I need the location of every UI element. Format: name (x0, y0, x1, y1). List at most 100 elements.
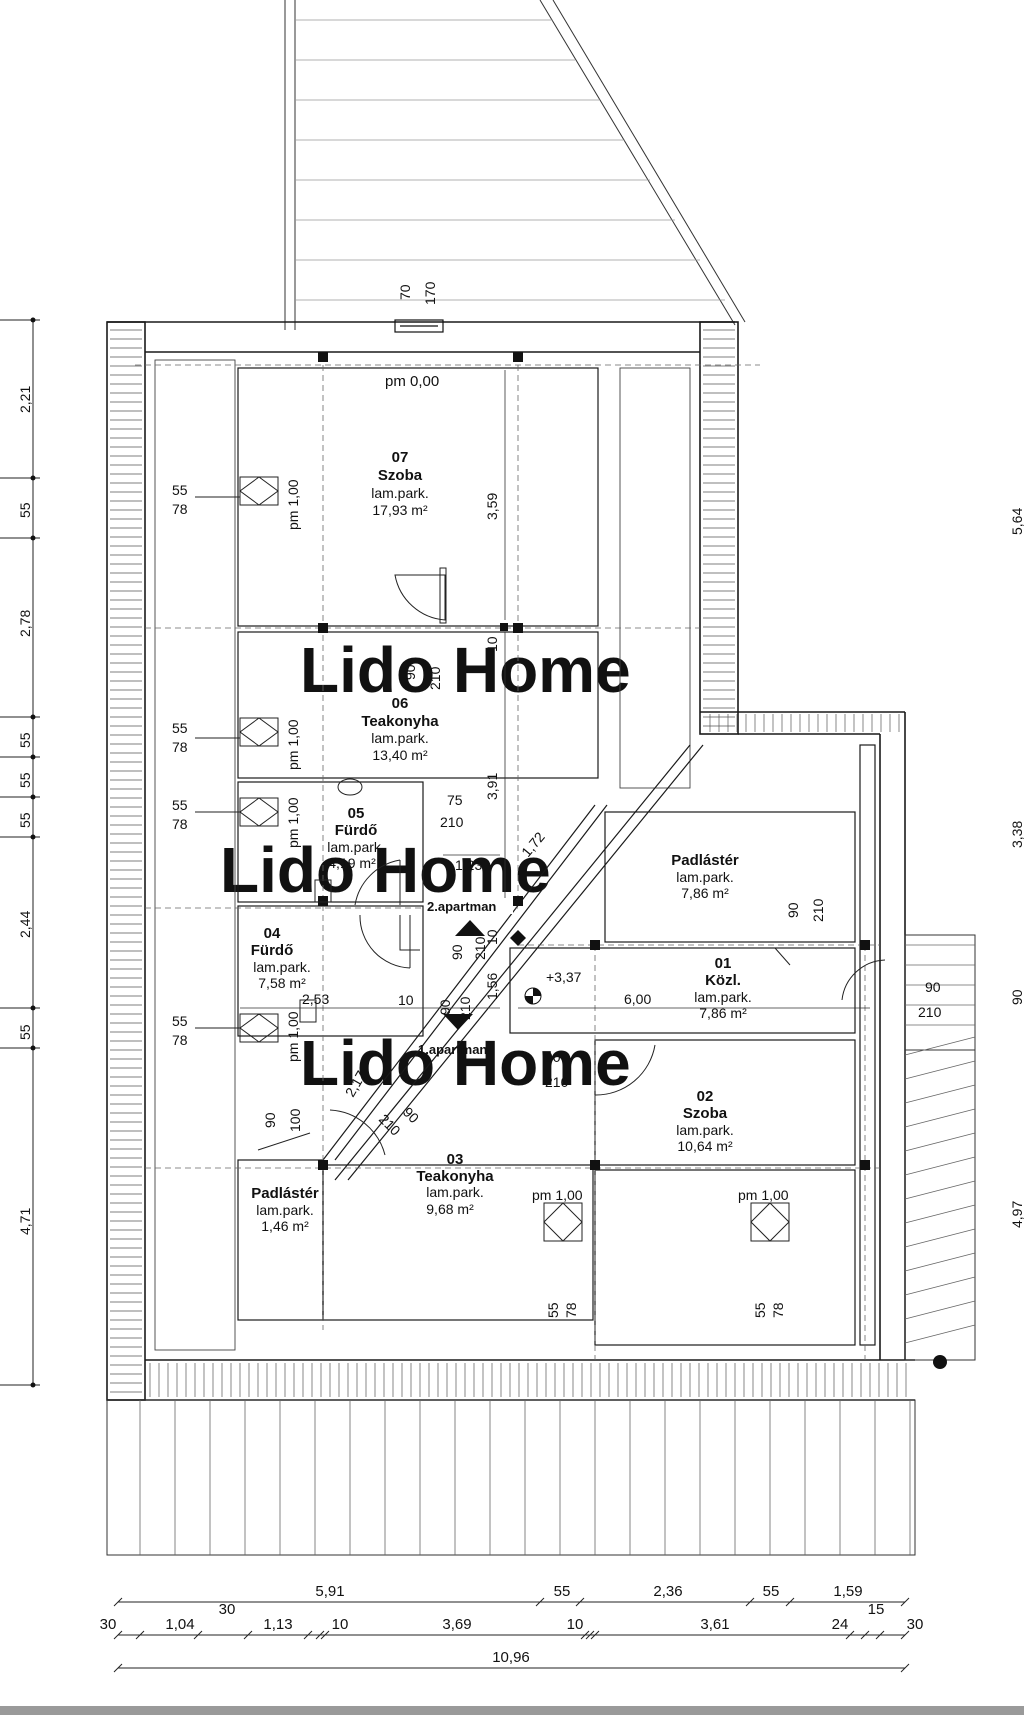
top-level-label: pm 0,00 (385, 373, 439, 390)
win3-w: 55 (172, 797, 188, 813)
bottom-row1-0: 5,91 (315, 1583, 344, 1600)
dim-10-c: 10 (398, 992, 414, 1008)
room-padlaster-left-label: Padlástér lam.park. 1,46 m² (251, 1185, 319, 1234)
dim-tick (590, 1630, 600, 1640)
right-dim-0: 5,64 (1009, 508, 1024, 535)
left-dim-8: 4,71 (17, 1208, 33, 1235)
win5-h: 78 (563, 1302, 579, 1318)
dim-tick (113, 1663, 123, 1673)
dim-tick (875, 1630, 885, 1640)
room-name: Szoba (378, 467, 423, 484)
room-area: 7,86 m² (699, 1005, 747, 1021)
room-02-label: 02 Szoba lam.park. 10,64 m² (676, 1088, 734, 1154)
columns (318, 352, 870, 1170)
stair-step (904, 1204, 976, 1224)
left-dim-3: 55 (17, 732, 33, 748)
door-210-g: 210 (545, 1074, 569, 1090)
dim-tick (575, 1597, 585, 1607)
room-03-label: 03 Teakonyha lam.park. 9,68 m² (416, 1151, 494, 1217)
dim-tick (320, 1630, 330, 1640)
roof-windows (195, 476, 790, 1242)
door-75: 75 (447, 792, 463, 808)
room-07-label: 07 Szoba lam.park. 17,93 m² (371, 449, 429, 518)
left-dimension-labels: 2,21 55 2,78 55 55 55 2,44 55 4,71 (17, 386, 33, 1235)
stair-step (904, 1276, 976, 1296)
top-vent (394, 319, 444, 333)
room-number: 06 (392, 695, 409, 712)
top-dim-70: 70 (397, 284, 413, 300)
dim-tick (900, 1597, 910, 1607)
left-dim-4: 55 (17, 772, 33, 788)
room-floor: lam.park. (694, 989, 752, 1005)
room-floor: lam.park. (371, 485, 429, 501)
room-floor: lam.park. (426, 1184, 484, 1200)
room-06-label: 06 Teakonyha lam.park. 13,40 m² (361, 695, 439, 763)
room-number: 01 (715, 955, 732, 972)
room-name: Szoba (683, 1105, 728, 1122)
win4-w: 55 (172, 1013, 188, 1029)
room-01-label: 01 Közl. lam.park. 7,86 m² (694, 955, 752, 1021)
door-swings (257, 567, 886, 1156)
room-number: 02 (697, 1088, 714, 1105)
win2-w: 55 (172, 720, 188, 736)
room-name: Közl. (705, 972, 741, 989)
dim-tick (860, 1630, 870, 1640)
room-number: 04 (264, 925, 281, 942)
room-name: Teakonyha (361, 713, 439, 730)
room-floor: lam.park. (327, 839, 385, 855)
room-area: 10,64 m² (677, 1138, 733, 1154)
stair-step (904, 1084, 976, 1104)
dim-tick (315, 1630, 325, 1640)
left-dim-1: 55 (17, 502, 33, 518)
door-90-a: 90 (402, 664, 418, 680)
door-210-b: 210 (440, 814, 464, 830)
door-210-c: 210 (472, 936, 488, 960)
left-dim-7: 55 (17, 1024, 33, 1040)
level-mark-label: +3,37 (546, 969, 582, 985)
win5-w: 55 (545, 1302, 561, 1318)
left-dim-2: 2,78 (17, 610, 33, 637)
stair-step (904, 1252, 976, 1272)
stair-step (904, 1108, 976, 1128)
room-area: 4,19 m² (328, 855, 376, 871)
right-dimension-labels: 5,64 3,38 90 4,97 (1009, 508, 1024, 1228)
win3-sill: pm 1,00 (285, 797, 301, 848)
win4-h: 78 (172, 1032, 188, 1048)
dim-tick (745, 1597, 755, 1607)
room-name: Padlástér (251, 1185, 319, 1202)
bottom-row2-2: 30 (219, 1601, 236, 1618)
room-name: Padlástér (671, 852, 739, 869)
bottom-edge-band (0, 1706, 1024, 1715)
room-floor: lam.park. (256, 1202, 314, 1218)
door-90-d: 90 (785, 902, 801, 918)
bottom-row2-0: 30 (100, 1616, 117, 1633)
dim-10-a: 10 (484, 636, 500, 652)
right-dim-1: 3,38 (1009, 821, 1024, 848)
room-area: 13,40 m² (372, 747, 428, 763)
dim-156: 1,56 (484, 973, 500, 1000)
win5-sill: pm 1,00 (532, 1187, 583, 1203)
bottom-row2-5: 3,69 (442, 1616, 471, 1633)
apartment-1-arrow (443, 1014, 473, 1030)
bottom-row2-10: 30 (907, 1616, 924, 1633)
watermark-1: Lido Home (300, 634, 631, 706)
dim-391: 3,91 (484, 773, 500, 800)
left-dim-5: 55 (17, 812, 33, 828)
room-name: Fürdő (251, 942, 294, 959)
door-90-e: 90 (925, 979, 941, 995)
door-90-h: 90 (262, 1112, 278, 1128)
stair-step (904, 1132, 976, 1152)
watermark-3: Lido Home (300, 1027, 631, 1099)
room-name: Fürdő (335, 822, 378, 839)
room-number: 07 (392, 449, 409, 466)
dim-tick (303, 1630, 313, 1640)
room-floor: lam.park. (676, 1122, 734, 1138)
door-210-h: 210 (376, 1111, 404, 1139)
room-05-label: 05 Fürdő lam.park. 4,19 m² (327, 805, 385, 871)
level-mark: +3,37 (524, 969, 582, 1005)
door-90-c: 90 (437, 999, 453, 1015)
bottom-row1-1: 55 (554, 1583, 571, 1600)
top-dim-170: 170 (422, 281, 438, 305)
stair-step (904, 1060, 976, 1080)
